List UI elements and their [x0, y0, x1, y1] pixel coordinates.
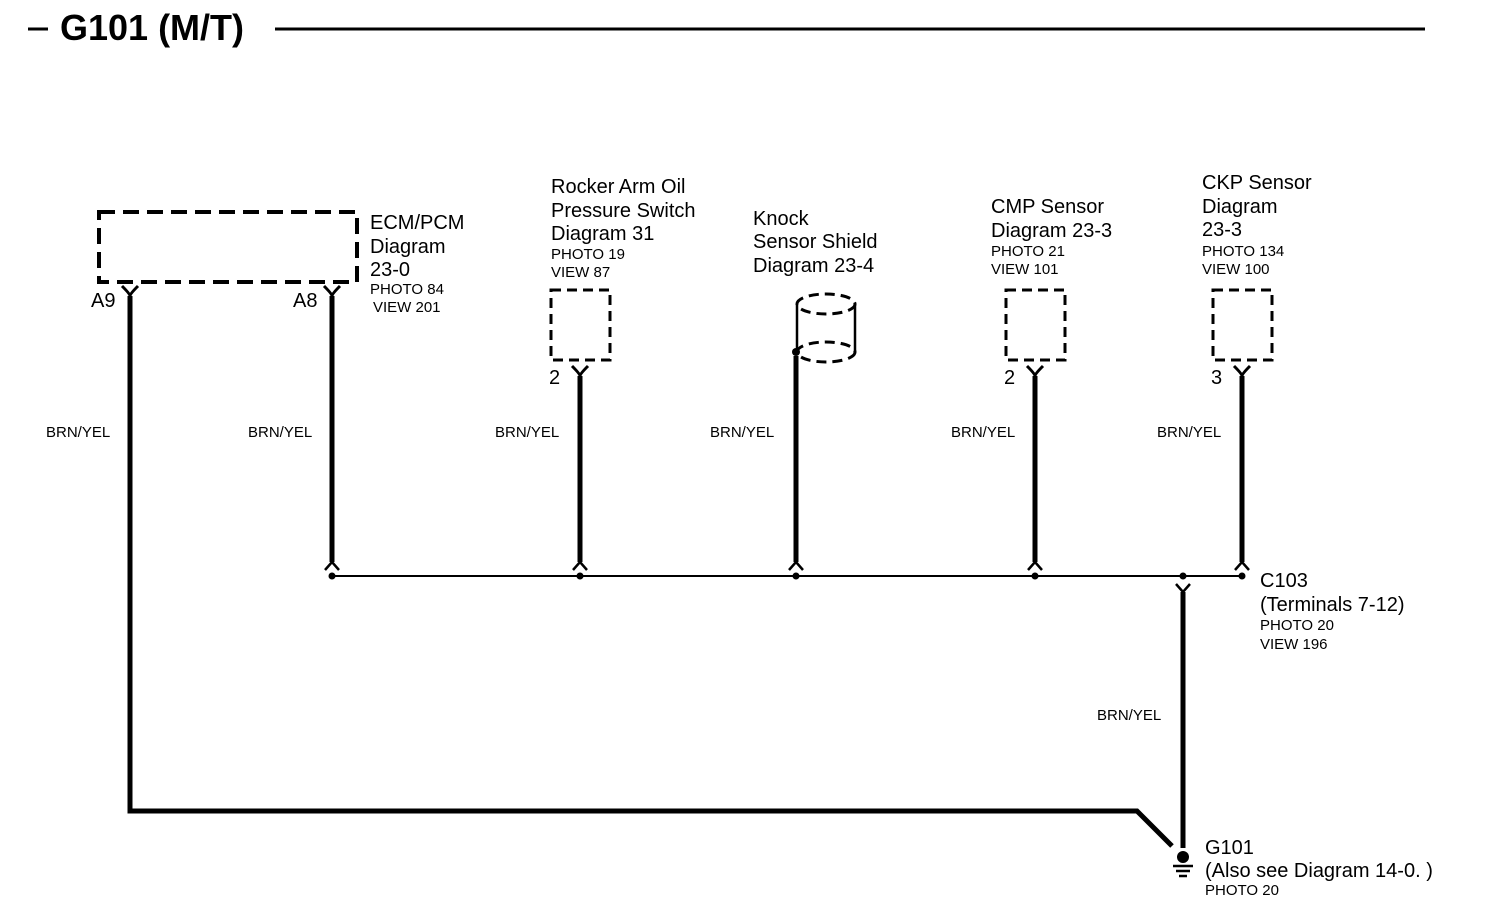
wire-label-knock: BRN/YEL: [710, 424, 774, 441]
ground-dot: [1177, 851, 1189, 863]
page-title: G101 (M/T): [60, 7, 244, 48]
title-block: G101 (M/T): [28, 7, 1425, 48]
c103-pin-rocker: [572, 560, 588, 571]
ecm-a8-terminal: [322, 284, 342, 297]
cmp-label-line1: CMP Sensor: [991, 196, 1104, 218]
c103-view: VIEW 196: [1260, 636, 1328, 653]
c103-dot-ckp: [1238, 572, 1246, 580]
ckp-terminal: [1232, 364, 1252, 377]
c103-pin-cmp: [1027, 560, 1043, 571]
rocker-pin: 2: [549, 367, 560, 389]
wire-label-a8: BRN/YEL: [248, 424, 312, 441]
rocker-label-line3: Diagram 31: [551, 223, 654, 245]
wire-label-ckp: BRN/YEL: [1157, 424, 1221, 441]
c103-dot-rocker: [576, 572, 584, 580]
c103-connector[interactable]: C103 (Terminals 7-12) PHOTO 20 VIEW 196: [324, 560, 1404, 653]
ckp-label-line1: CKP Sensor: [1202, 172, 1312, 194]
ecm-pcm-component[interactable]: ECM/PCM Diagram 23-0 PHOTO 84 VIEW 201 A…: [91, 210, 464, 316]
c103-photo: PHOTO 20: [1260, 617, 1334, 634]
c103-terminals: (Terminals 7-12): [1260, 594, 1404, 616]
ckp-sensor[interactable]: CKP Sensor Diagram 23-3 PHOTO 134 VIEW 1…: [1202, 172, 1312, 389]
c103-pin-knock: [788, 560, 804, 571]
ground-note: (Also see Diagram 14-0. ): [1205, 860, 1433, 882]
ecm-view: VIEW 201: [373, 299, 441, 316]
wire-a9-to-ground: [127, 296, 1174, 848]
knock-label-line1: Knock: [753, 208, 810, 230]
wire-label-cmp: BRN/YEL: [951, 424, 1015, 441]
cmp-label-line2: Diagram 23-3: [991, 220, 1112, 242]
c103-dot-a8: [328, 572, 336, 580]
c103-pin-a8: [324, 560, 340, 571]
ckp-photo: PHOTO 134: [1202, 243, 1284, 260]
knock-sensor-shield[interactable]: Knock Sensor Shield Diagram 23-4: [753, 208, 878, 364]
c103-dot-cmp: [1031, 572, 1039, 580]
ckp-pin: 3: [1211, 367, 1222, 389]
ckp-view: VIEW 100: [1202, 261, 1270, 278]
ecm-a9-terminal: [120, 284, 140, 297]
rocker-label-line2: Pressure Switch: [551, 200, 696, 222]
ecm-pin-a8: A8: [293, 290, 317, 312]
ckp-label-line3: 23-3: [1202, 219, 1242, 241]
ecm-pin-a9: A9: [91, 290, 115, 312]
cmp-sensor-box: [1004, 288, 1067, 362]
c103-pin-ground: [1175, 583, 1191, 594]
knock-label-line2: Sensor Shield: [753, 231, 878, 253]
c103-dot-knock: [792, 572, 800, 580]
wire-label-a9: BRN/YEL: [46, 424, 110, 441]
wires: BRN/YEL BRN/YEL BRN/YEL BRN/YEL BRN/YEL …: [46, 296, 1245, 848]
rocker-terminal: [570, 364, 590, 377]
ecm-pcm-box: [97, 210, 359, 284]
shield-drain-dot: [792, 348, 800, 356]
wire-label-ground: BRN/YEL: [1097, 707, 1161, 724]
ecm-label-line3: 23-0: [370, 259, 410, 281]
ckp-label-line2: Diagram: [1202, 196, 1278, 218]
cmp-sensor[interactable]: CMP Sensor Diagram 23-3 PHOTO 21 VIEW 10…: [991, 196, 1112, 389]
knock-label-line3: Diagram 23-4: [753, 255, 874, 277]
ckp-sensor-box: [1211, 288, 1274, 362]
cmp-pin: 2: [1004, 367, 1015, 389]
c103-dot-ground: [1179, 572, 1187, 580]
rocker-arm-oil-pressure-switch[interactable]: Rocker Arm Oil Pressure Switch Diagram 3…: [549, 176, 696, 389]
cmp-view: VIEW 101: [991, 261, 1059, 278]
rocker-switch-box: [549, 288, 612, 362]
ground-name: G101: [1205, 837, 1254, 859]
rocker-view: VIEW 87: [551, 264, 610, 281]
ecm-photo: PHOTO 84: [370, 281, 444, 298]
ecm-label-line2: Diagram: [370, 236, 446, 258]
cmp-terminal: [1025, 364, 1045, 377]
shield-top-ellipse: [795, 292, 857, 316]
shield-bottom-ellipse: [795, 340, 857, 364]
ground-photo: PHOTO 20: [1205, 882, 1279, 899]
wire-label-rocker: BRN/YEL: [495, 424, 559, 441]
rocker-photo: PHOTO 19: [551, 246, 625, 263]
ecm-label-line1: ECM/PCM: [370, 212, 464, 234]
g101-ground[interactable]: G101 (Also see Diagram 14-0. ) PHOTO 20: [1173, 837, 1433, 899]
c103-name: C103: [1260, 570, 1308, 592]
cmp-photo: PHOTO 21: [991, 243, 1065, 260]
c103-pin-ckp: [1234, 560, 1250, 571]
rocker-label-line1: Rocker Arm Oil: [551, 176, 685, 198]
